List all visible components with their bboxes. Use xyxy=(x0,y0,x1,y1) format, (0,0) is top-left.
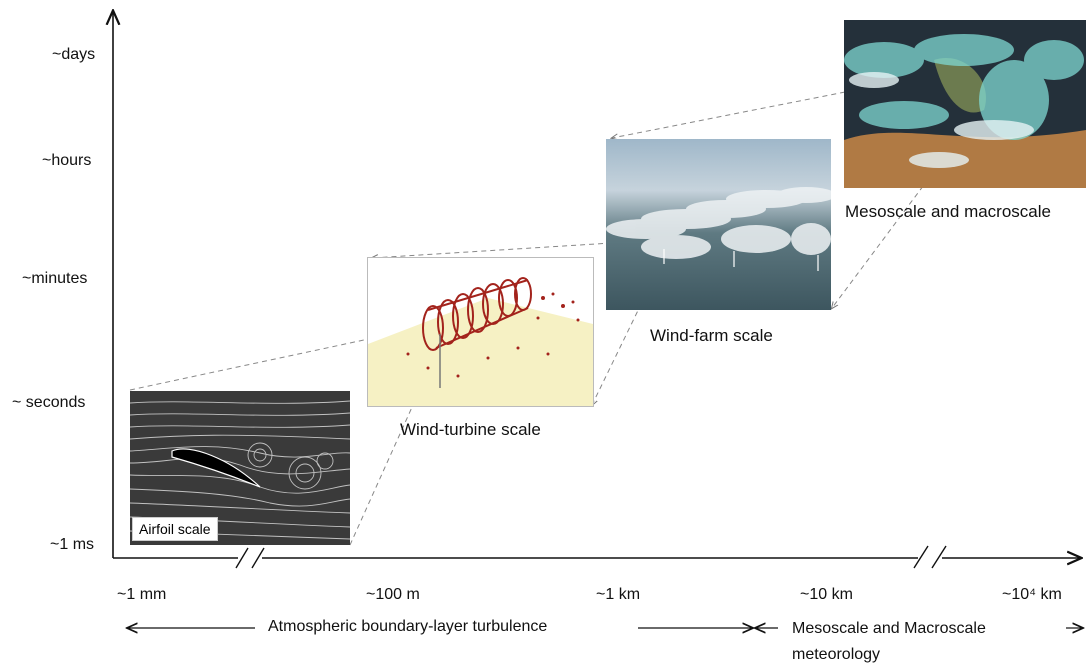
y-tick-hours: ~hours xyxy=(42,152,92,169)
mesoscale-label: Mesoscale and macroscale xyxy=(845,202,1051,221)
airfoil-scale-label: Airfoil scale xyxy=(132,517,218,541)
airfoil-image: Airfoil scale xyxy=(130,391,350,545)
wind-farm-scale-label: Wind-farm scale xyxy=(650,326,773,345)
abl-range-label: Atmospheric boundary-layer turbulence xyxy=(268,618,548,635)
y-tick-minutes: ~minutes xyxy=(22,270,88,287)
meso-range-label-line1: Mesoscale and Macroscale xyxy=(792,620,986,637)
wake-vortex-render xyxy=(368,277,593,406)
wind-farm-photo xyxy=(606,139,831,310)
meso-range-label-line2: meteorology xyxy=(792,646,881,663)
y-tick-ms: ~1 ms xyxy=(50,536,95,553)
wind-farm-wakes xyxy=(606,187,831,271)
airfoil-streamlines xyxy=(130,391,350,545)
wind-turbine-scale-label: Wind-turbine scale xyxy=(400,420,541,439)
wind-turbine-image xyxy=(367,257,594,407)
y-tick-days: ~days xyxy=(52,46,96,63)
x-tick-10e4km: ~10⁴ km xyxy=(1002,586,1062,603)
airfoil-shape xyxy=(171,448,261,488)
x-tick-1km: ~1 km xyxy=(596,586,641,603)
y-tick-seconds: ~ seconds xyxy=(12,394,86,411)
x-tick-10km: ~10 km xyxy=(800,586,853,603)
satellite-clouds xyxy=(844,20,1086,188)
x-tick-100m: ~100 m xyxy=(366,586,420,603)
x-axis-break-right xyxy=(913,545,947,569)
x-axis-break-left xyxy=(235,547,265,569)
x-tick-mm: ~1 mm xyxy=(117,586,167,603)
satellite-image xyxy=(844,20,1086,188)
